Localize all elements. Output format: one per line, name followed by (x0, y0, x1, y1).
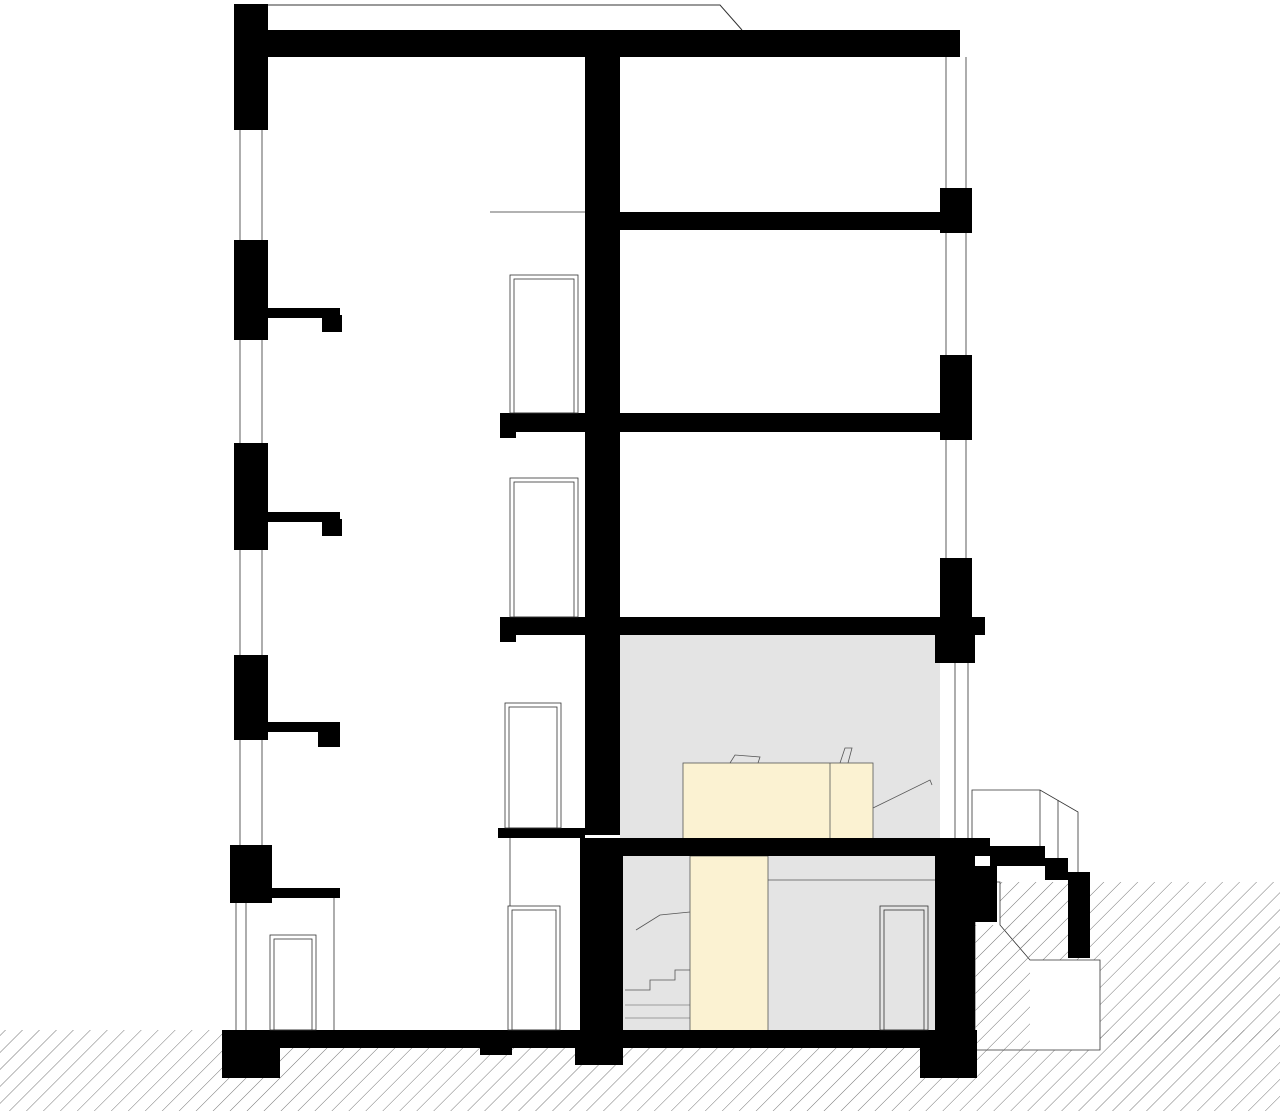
floor-slab (585, 212, 972, 230)
landing (268, 308, 340, 318)
basement-slab (222, 1030, 977, 1048)
roof-parapet-line (268, 4, 743, 31)
central-wall (585, 45, 620, 835)
yellow-box-lower (689, 855, 769, 1033)
grey-room-lower (623, 856, 935, 1032)
left-wall (234, 30, 268, 130)
door (509, 274, 579, 414)
yellow-box-upper (682, 762, 874, 840)
ground-floor-slab-terrace (580, 838, 990, 856)
